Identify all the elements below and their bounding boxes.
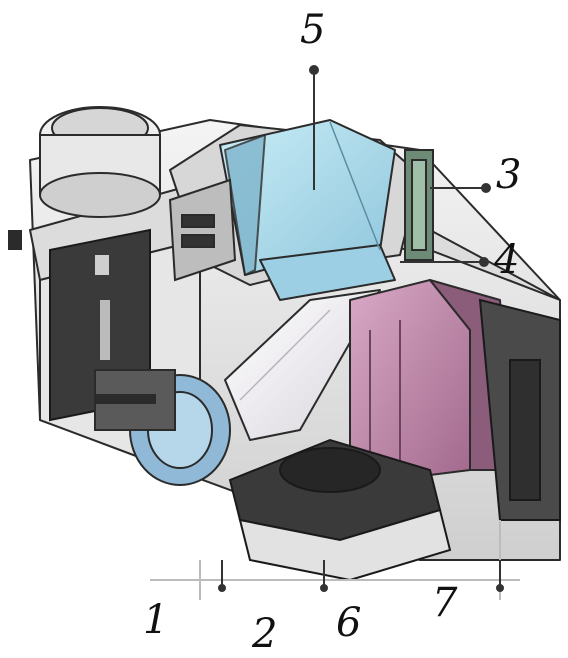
leader-lines — [218, 65, 504, 592]
lower-mechanism — [228, 438, 452, 582]
callout-5: 5 — [300, 7, 326, 53]
reflex-mirror — [224, 289, 381, 441]
rear-body-panel — [478, 298, 561, 521]
viewfinder-side-element — [404, 149, 434, 261]
lens-element — [94, 369, 231, 486]
callout-2: 2 — [252, 611, 278, 657]
eyepiece-housing — [168, 178, 237, 282]
callout-4: 4 — [494, 237, 520, 283]
rewind-knob — [39, 106, 161, 218]
callout-1: 1 — [143, 597, 169, 643]
callout-3: 3 — [496, 152, 522, 198]
callout-7: 7 — [432, 580, 458, 626]
callout-6: 6 — [336, 600, 362, 646]
